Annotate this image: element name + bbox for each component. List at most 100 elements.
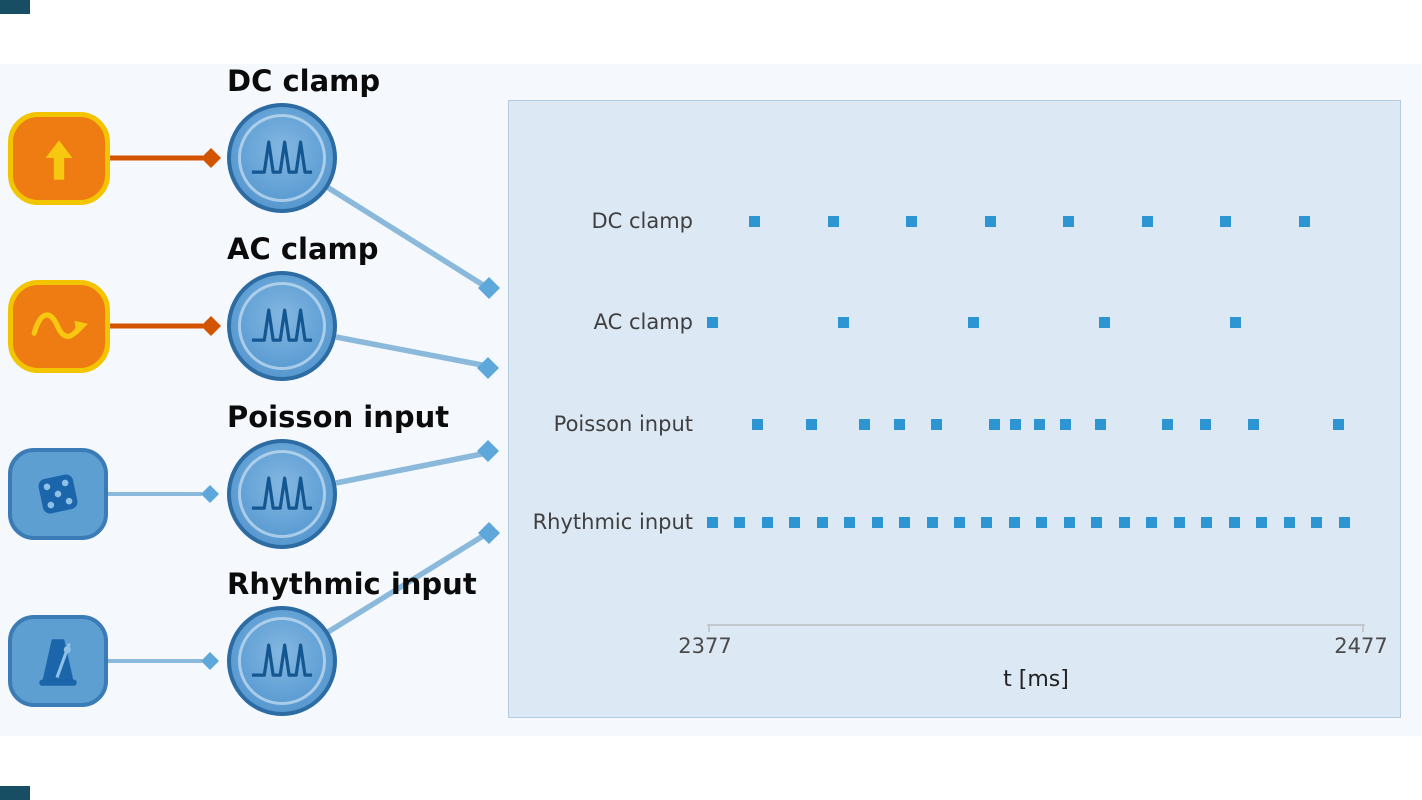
spike-marker [1230, 316, 1241, 328]
node-rhythmic-neuron[interactable] [227, 606, 337, 716]
connection-ac-clamp-to-plot[interactable] [335, 334, 499, 379]
up-arrow-icon [45, 139, 73, 180]
spike-marker [1283, 516, 1295, 528]
node-dc-clamp-neuron[interactable] [227, 103, 337, 213]
spike-marker [1220, 215, 1232, 227]
spike-marker [1162, 418, 1173, 430]
spike-marker [761, 516, 773, 528]
x-axis [707, 624, 1365, 626]
spike-marker [1094, 418, 1106, 430]
spike-marker [1036, 516, 1048, 528]
node-label-poisson-input: Poisson input [227, 400, 450, 434]
spike-marker [1063, 215, 1075, 227]
spike-marker [1063, 516, 1075, 528]
connection-dc-source[interactable] [110, 148, 221, 168]
connector-diamond [201, 316, 221, 336]
spike-marker [926, 516, 938, 528]
spike-node-ring [238, 282, 326, 370]
x-axis-tick-right [1362, 624, 1364, 632]
spike-marker [931, 418, 943, 430]
node-rhythmic-generator[interactable] [8, 615, 108, 707]
spike-node-ring [238, 450, 326, 538]
spike-marker [805, 418, 817, 430]
node-label-dc-clamp: DC clamp [227, 64, 381, 98]
spike-marker [1173, 516, 1185, 528]
dice-icon [38, 474, 78, 514]
node-ac-current-source[interactable] [8, 280, 110, 373]
spike-marker [1118, 516, 1130, 528]
connection-rhythmic-source[interactable] [108, 652, 219, 670]
spike-marker [1338, 516, 1350, 528]
spike-marker [1311, 516, 1323, 528]
spike-marker [1141, 215, 1153, 227]
node-dc-current-source[interactable] [8, 112, 110, 205]
spike-train-icon [251, 476, 313, 510]
spike-marker [706, 516, 718, 528]
spike-marker [1059, 418, 1071, 430]
spike-marker [1009, 418, 1021, 430]
sine-wave-icon [31, 312, 88, 339]
spike-marker [1228, 516, 1240, 528]
spike-marker [827, 215, 839, 227]
spike-marker [906, 215, 918, 227]
spike-marker [1091, 516, 1103, 528]
connector-diamond [478, 522, 500, 544]
spike-marker [837, 316, 849, 328]
connector-diamond [201, 485, 219, 503]
window-edge-bottom [0, 786, 30, 800]
node-label-ac-clamp: AC clamp [227, 232, 379, 266]
plot-row-label-poisson-input: Poisson input [553, 412, 693, 436]
spike-node-ring [238, 617, 326, 705]
spike-marker [789, 516, 801, 528]
spike-marker [1298, 215, 1310, 227]
spike-marker [706, 316, 718, 328]
connector-diamond [477, 440, 499, 462]
spike-marker [893, 418, 905, 430]
spike-marker [954, 516, 965, 528]
spike-marker [1256, 516, 1268, 528]
connection-poisson-to-plot[interactable] [335, 440, 499, 486]
node-poisson-generator[interactable] [8, 448, 108, 540]
spike-marker [1199, 418, 1211, 430]
node-label-rhythmic-input: Rhythmic input [227, 567, 477, 601]
spike-marker [1099, 316, 1111, 328]
window-edge-top [0, 0, 30, 14]
spike-node-ring [238, 114, 326, 202]
spike-marker [816, 516, 828, 528]
spike-marker [899, 516, 910, 528]
spike-marker [981, 516, 993, 528]
node-poisson-neuron[interactable] [227, 439, 337, 549]
x-tick-label-max: 2477 [1334, 634, 1388, 658]
connector-diamond [477, 357, 499, 379]
spike-marker [1008, 516, 1020, 528]
spike-marker [844, 516, 856, 528]
metronome-icon [39, 639, 77, 686]
spike-marker [749, 215, 761, 227]
spike-marker [734, 516, 746, 528]
spike-marker [859, 418, 871, 430]
x-axis-title: t [ms] [1003, 667, 1069, 692]
connection-poisson-source[interactable] [108, 485, 219, 503]
workspace-canvas[interactable]: DC clamp AC clamp Poisson input Rhythmic… [0, 64, 1422, 736]
spike-train-icon [251, 140, 313, 174]
raster-plot[interactable]: DC clamp AC clamp Poisson input Rhythmic… [508, 100, 1401, 718]
spike-marker [968, 316, 980, 328]
spike-train-icon [251, 643, 313, 677]
plot-row-label-ac-clamp: AC clamp [593, 310, 693, 334]
connector-diamond [478, 277, 500, 299]
x-axis-tick-left [708, 624, 710, 632]
connection-ac-source[interactable] [110, 316, 221, 336]
spike-marker [751, 418, 763, 430]
spike-marker [871, 516, 883, 528]
spike-marker [1034, 418, 1046, 430]
connector-diamond [201, 148, 221, 168]
connector-diamond [201, 652, 219, 670]
plot-row-label-rhythmic-input: Rhythmic input [532, 510, 693, 534]
spike-marker [1201, 516, 1213, 528]
spike-marker [984, 215, 996, 227]
spike-marker [1247, 418, 1259, 430]
spike-train-icon [251, 308, 313, 342]
node-ac-clamp-neuron[interactable] [227, 271, 337, 381]
plot-row-label-dc-clamp: DC clamp [591, 209, 693, 233]
